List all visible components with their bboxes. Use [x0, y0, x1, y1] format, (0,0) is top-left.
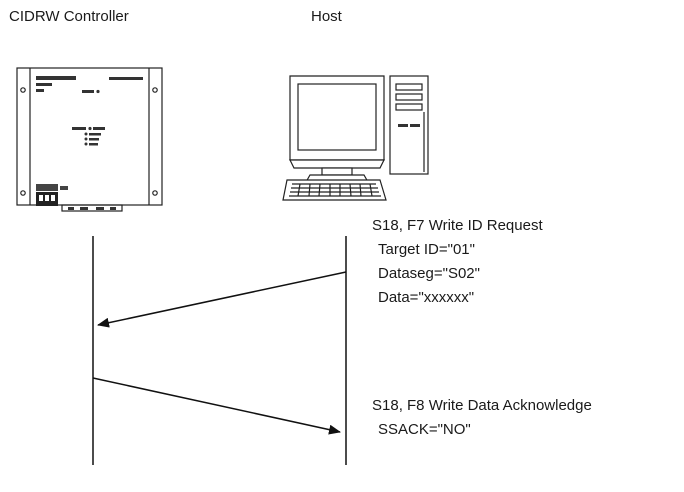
message-1-param: Data="xxxxxx": [378, 289, 475, 306]
message-2-header: S18, F8 Write Data Acknowledge: [372, 397, 592, 414]
write-id-request-arrow: [97, 271, 347, 328]
message-1-param: Target ID="01": [378, 241, 475, 258]
message-1-header: S18, F7 Write ID Request: [372, 217, 543, 234]
controller-label: CIDRW Controller: [9, 8, 129, 25]
host-computer-icon: [282, 75, 429, 201]
write-data-ack-arrow: [92, 377, 341, 435]
controller-device-icon: [16, 67, 163, 212]
message-1-param: Dataseg="S02": [378, 265, 480, 282]
host-label: Host: [311, 8, 342, 25]
message-1-label: S18, F7 Write ID Request Target ID="01" …: [372, 214, 543, 310]
message-2-label: S18, F8 Write Data Acknowledge SSACK="NO…: [372, 394, 592, 442]
message-2-param: SSACK="NO": [378, 421, 471, 438]
